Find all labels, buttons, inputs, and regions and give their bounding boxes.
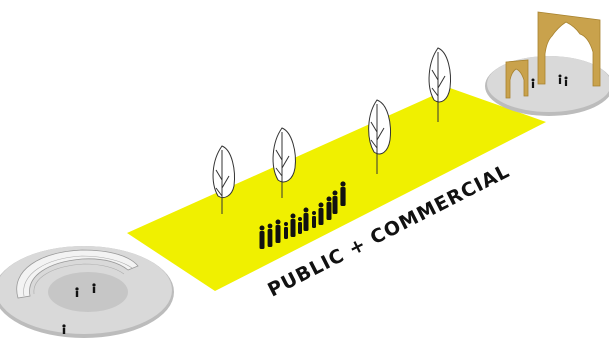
gateway-arch-small — [505, 59, 529, 99]
tree-1 — [212, 145, 235, 214]
plaza-people-left — [62, 283, 96, 334]
amphitheater-seating — [16, 249, 139, 299]
tree-4 — [428, 47, 451, 122]
gateway-arch-plaza — [485, 11, 609, 116]
amphitheater-stage — [48, 272, 128, 312]
plaza-people-right — [531, 74, 568, 88]
tree-2 — [272, 127, 296, 198]
amphitheater-plaza — [0, 246, 174, 338]
tree-3 — [368, 99, 391, 174]
public-commercial-zone — [127, 88, 546, 291]
people-silhouettes — [259, 181, 346, 249]
gateway-arch-large — [537, 11, 601, 87]
